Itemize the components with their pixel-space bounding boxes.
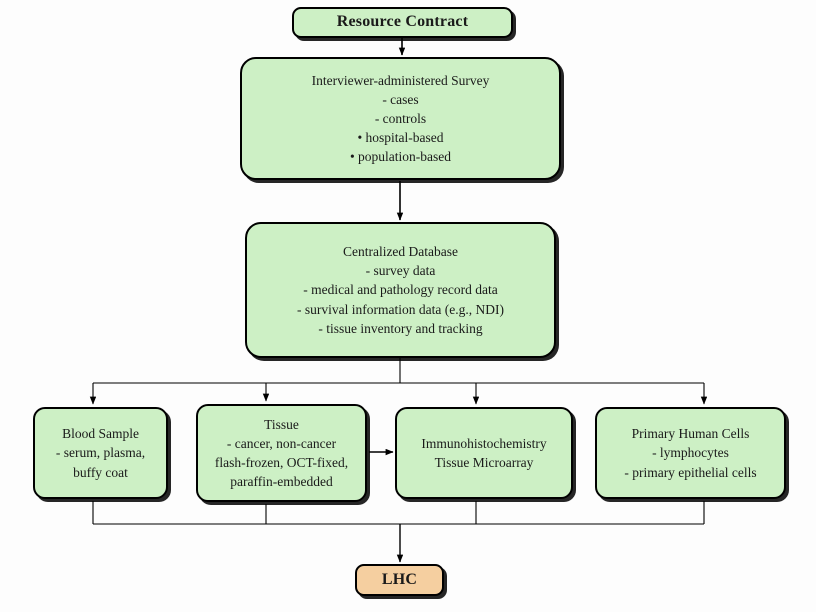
node-blood-sample[interactable]: Blood Sample - serum, plasma, buffy coat (33, 407, 168, 499)
node-database-line-2: - medical and pathology record data (303, 282, 498, 298)
node-immunohistochemistry[interactable]: Immunohistochemistry Tissue Microarray (395, 407, 573, 499)
node-lhc-label: LHC (381, 570, 418, 588)
node-tissue-line-3: paraffin-embedded (230, 474, 333, 490)
node-survey-heading: Interviewer-administered Survey (311, 72, 490, 88)
node-immunohistochemistry-line-1: Tissue Microarray (434, 455, 534, 470)
node-lhc[interactable]: LHC (355, 564, 444, 596)
node-tissue-heading: Tissue (264, 416, 299, 432)
node-database-line-4: - tissue inventory and tracking (318, 320, 483, 336)
node-primary-human-cells-line-2: - primary epithelial cells (624, 464, 757, 480)
node-blood-sample-line-1: - serum, plasma, (55, 445, 146, 461)
node-survey[interactable]: Interviewer-administered Survey - cases … (240, 57, 561, 180)
node-survey-line-2: - controls (374, 110, 427, 126)
node-immunohistochemistry-heading: Immunohistochemistry (421, 435, 547, 451)
node-database-line-3: - survival information data (e.g., NDI) (297, 301, 504, 317)
node-tissue-line-1: - cancer, non-cancer (226, 435, 337, 451)
node-primary-human-cells-line-1: - lymphocytes (652, 445, 729, 461)
node-survey-line-3: • hospital-based (357, 130, 444, 146)
node-blood-sample-heading: Blood Sample (62, 426, 139, 442)
node-tissue[interactable]: Tissue - cancer, non-cancer flash-frozen… (196, 404, 367, 502)
node-primary-human-cells[interactable]: Primary Human Cells - lymphocytes - prim… (595, 407, 786, 499)
node-tissue-line-2: flash-frozen, OCT-fixed, (214, 455, 349, 470)
node-database[interactable]: Centralized Database - survey data - med… (245, 222, 556, 358)
node-blood-sample-line-2: buffy coat (73, 464, 128, 480)
node-resource-contract[interactable]: Resource Contract (292, 7, 513, 38)
node-resource-contract-label: Resource Contract (336, 13, 469, 31)
node-survey-line-1: - cases (382, 91, 419, 107)
node-database-line-1: - survey data (365, 263, 436, 279)
node-primary-human-cells-heading: Primary Human Cells (631, 426, 750, 442)
node-survey-line-4: • population-based (349, 149, 452, 165)
node-database-heading: Centralized Database (342, 244, 459, 260)
